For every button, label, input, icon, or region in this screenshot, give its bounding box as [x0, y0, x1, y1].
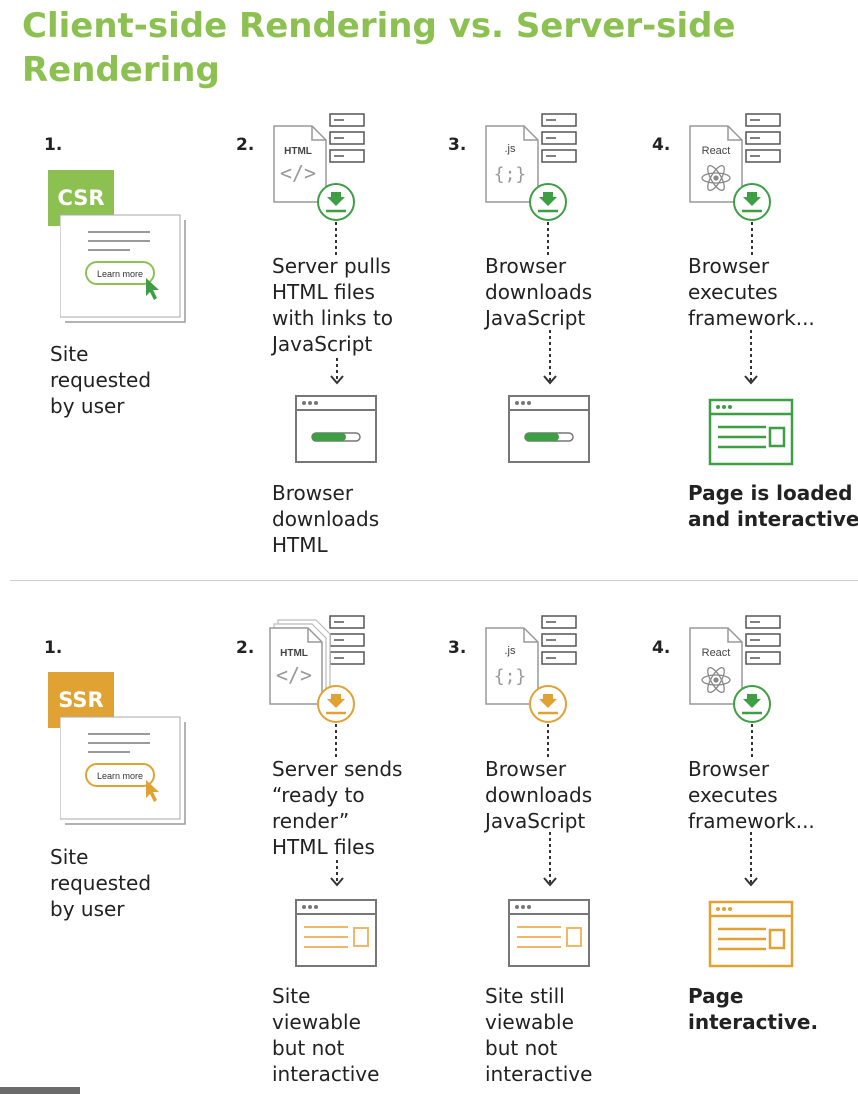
cursor-icon — [146, 780, 159, 802]
ssr-html-file-label: HTML — [280, 648, 308, 659]
progress-bar-fill — [312, 433, 346, 441]
ssr-site-card-graphic: Learn more — [60, 716, 186, 825]
csr-html-file-graphic: HTML </> — [273, 113, 365, 255]
csr-step-1-number: 1. — [44, 135, 63, 155]
react-atom-icon — [701, 164, 731, 192]
ssr-step-4-page-graphic — [708, 832, 794, 968]
ssr-js-file-label: .js — [505, 645, 517, 657]
ssr-html-files-graphic: HTML </> — [269, 615, 365, 757]
svg-text:{;}: {;} — [494, 666, 527, 687]
ssr-js-file-graphic: .js {;} — [485, 615, 577, 757]
csr-step-2-number: 2. — [236, 135, 255, 155]
csr-step-4-number: 4. — [652, 135, 671, 155]
diagram-title: Client-side Rendering vs. Server-side Re… — [22, 6, 736, 90]
csr-learn-more-label: Learn more — [97, 269, 143, 279]
section-divider — [10, 580, 858, 581]
csr-learn-more-button — [85, 261, 155, 285]
csr-step-4-page-graphic — [708, 330, 794, 466]
csr-html-file-label: HTML — [284, 146, 312, 157]
cursor-icon — [146, 278, 159, 300]
react-atom-icon — [701, 666, 731, 694]
csr-js-file-graphic: .js {;} — [485, 113, 577, 255]
ssr-step-3-number: 3. — [448, 638, 467, 658]
ssr-step-4-number: 4. — [652, 638, 671, 658]
svg-text:{;}: {;} — [494, 164, 527, 185]
ssr-step-1-number: 1. — [44, 638, 63, 658]
ssr-learn-more-label: Learn more — [97, 771, 143, 781]
csr-site-card-graphic: Learn more — [60, 214, 186, 323]
ssr-react-file-label: React — [702, 647, 731, 659]
ssr-react-file-graphic: React — [689, 615, 781, 757]
ssr-step-2-number: 2. — [236, 638, 255, 658]
progress-bar-fill — [525, 433, 559, 441]
ssr-learn-more-button — [85, 763, 155, 787]
csr-react-file-graphic: React — [689, 113, 781, 255]
svg-text:</>: </> — [280, 161, 316, 185]
csr-step-3-number: 3. — [448, 135, 467, 155]
csr-js-file-label: .js — [505, 143, 517, 155]
ssr-step-2-page-graphic — [295, 860, 377, 967]
csr-react-file-label: React — [702, 145, 731, 157]
ssr-step-3-page-graphic — [508, 832, 590, 967]
csr-step-3-browser-graphic — [508, 330, 590, 463]
csr-step-2-browser-graphic — [295, 358, 377, 463]
scroll-tab — [0, 1087, 80, 1094]
svg-text:</>: </> — [276, 663, 312, 687]
